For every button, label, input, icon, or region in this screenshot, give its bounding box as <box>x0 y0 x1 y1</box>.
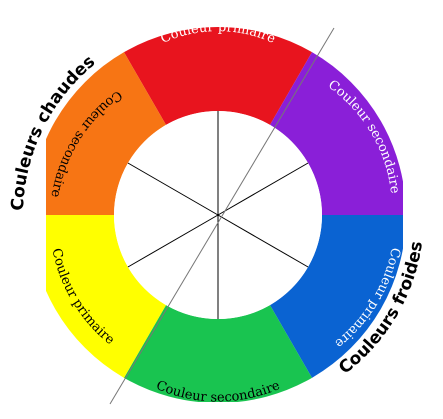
warm-cool-divider-line <box>109 27 335 405</box>
spoke-1 <box>217 162 309 216</box>
segment-violet <box>270 52 403 215</box>
segment-blue <box>270 215 403 378</box>
wheel-spokes <box>127 111 309 319</box>
wheel-segments <box>46 27 403 402</box>
spoke-4 <box>127 214 219 268</box>
segment-green <box>124 305 312 402</box>
segment-orange <box>46 52 166 215</box>
spoke-2 <box>217 214 309 268</box>
segment-red <box>124 27 312 125</box>
spoke-5 <box>127 162 219 216</box>
segment-yellow <box>46 215 166 378</box>
